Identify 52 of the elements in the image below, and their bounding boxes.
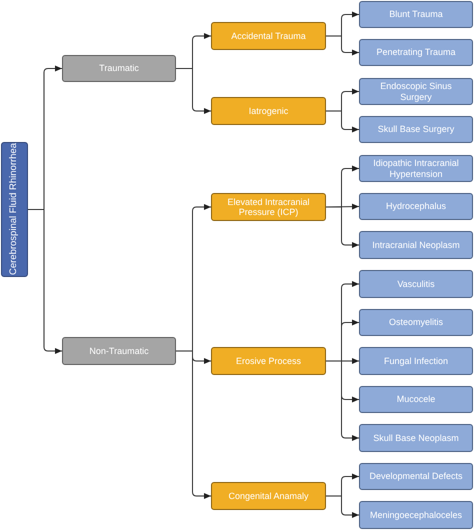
cause-box: [359, 231, 473, 259]
subcategory-box: [211, 347, 326, 375]
connector-arrow: [176, 68, 212, 114]
node-label: Mucocele: [396, 394, 436, 405]
node-label: Traumatic: [98, 63, 140, 74]
node-label: Skull Base Neoplasm: [372, 432, 460, 444]
cause-box: [359, 1, 473, 28]
node-label: Accidental Trauma: [230, 30, 307, 42]
node-label: Erosive Process: [234, 356, 302, 366]
cause-box: [359, 39, 473, 66]
node-label: Osteomyelitis: [388, 317, 444, 328]
cause-box: [359, 347, 473, 375]
node-label: Iatrogenic: [248, 106, 290, 116]
cause-box: [359, 424, 473, 452]
cause-box: [359, 155, 473, 182]
connector-arrow: [326, 206, 360, 248]
node-label: Vasculitis: [396, 278, 436, 290]
cause-box: [359, 501, 473, 529]
connector-arrow: [326, 36, 360, 56]
node-label: Idiopathic Intracranial Hypertension: [372, 158, 460, 179]
cause-box: [359, 193, 473, 220]
node-label: Penetrating Trauma: [375, 47, 457, 58]
node-label: Blunt Trauma: [388, 9, 444, 20]
node-label: Developmental Defects: [368, 471, 464, 482]
node-label: Skull Base Surgery: [376, 124, 456, 135]
node-label: Fungal Infection: [382, 356, 450, 366]
cause-box: [359, 78, 473, 105]
connector-arrow: [326, 360, 360, 441]
cause-box: [359, 270, 473, 298]
node-label: Endoscopic Sinus Surgery: [379, 81, 453, 102]
subcategory-box: [211, 97, 326, 125]
connector-arrow: [326, 496, 360, 518]
cause-box: [359, 116, 473, 143]
connector-arrow: [176, 350, 212, 499]
connector-arrow: [326, 110, 360, 132]
subcategory-box: [211, 193, 326, 221]
node-label: Meningoecephaloceles: [368, 510, 464, 520]
node-label: Elevated Intracranial Pressure (ICP): [226, 196, 311, 218]
cause-box: [359, 386, 473, 413]
subcategory-box: [211, 22, 326, 50]
connector-arrow: [28, 209, 62, 354]
node-label: Cerebrospinal Fluid Rhinorrhea: [9, 143, 20, 276]
node-label: Intracranial Neoplasm: [371, 240, 461, 250]
node-label: Hydrocephalus: [384, 201, 448, 212]
node-label: Congenital Anamaly: [227, 490, 310, 502]
node-label: Non-Traumatic: [88, 346, 150, 356]
subcategory-box: [211, 482, 326, 510]
cause-box: [359, 463, 473, 490]
root-box: [1, 142, 28, 277]
cause-box: [359, 309, 473, 336]
category-box: [62, 337, 176, 365]
category-box: [62, 55, 176, 82]
